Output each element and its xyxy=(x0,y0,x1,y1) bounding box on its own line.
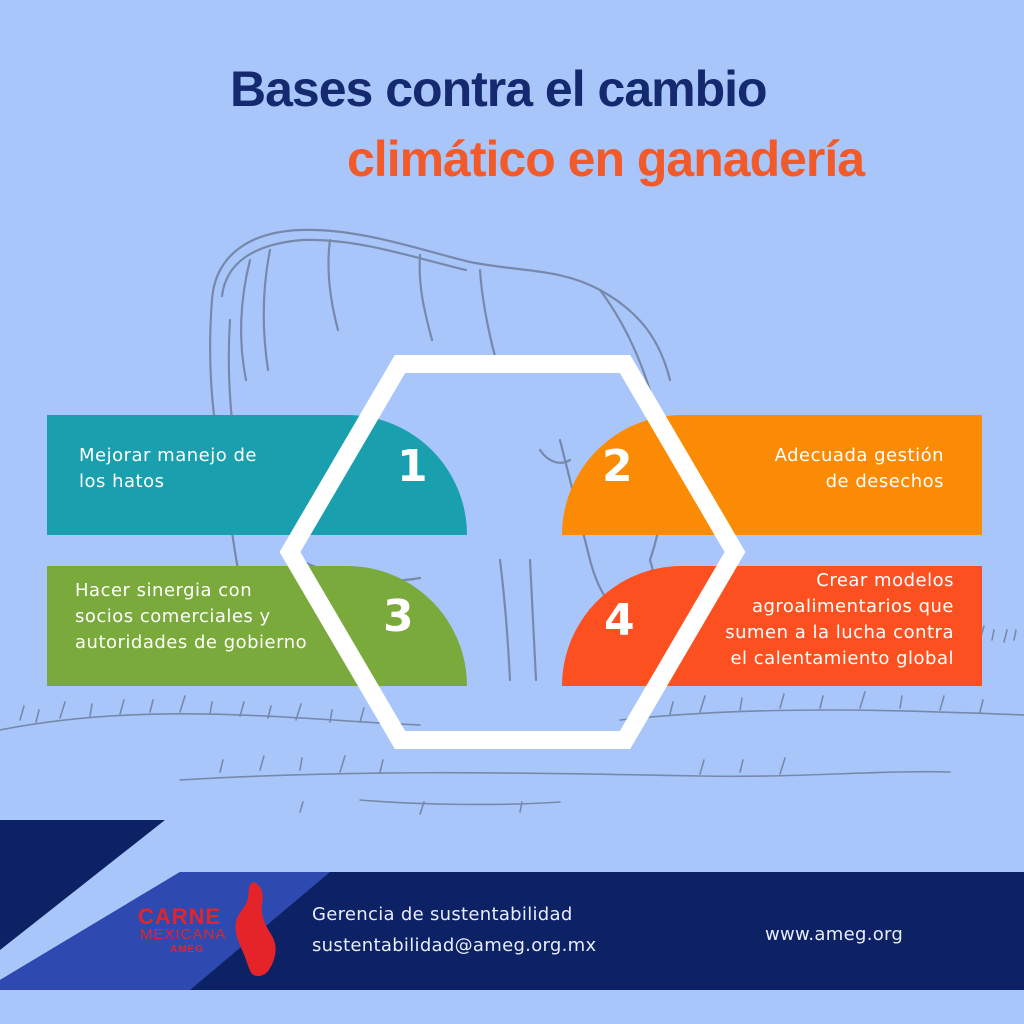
item-card-2: 2 Adecuada gestión de desechos xyxy=(562,415,982,535)
item-card-4: 4 Crear modelos agroalimentarios que sum… xyxy=(562,566,982,686)
department-text: Gerencia de sustentabilidad xyxy=(312,904,573,925)
logo-org: AMEG xyxy=(170,944,204,955)
item-1-number: 1 xyxy=(397,441,428,492)
item-3-number: 3 xyxy=(383,591,414,642)
logo-sub: MEXICANA xyxy=(140,926,227,943)
carne-mexicana-logo: CARNE MEXICANA AMEG xyxy=(138,880,278,980)
item-2-text: Adecuada gestión de desechos xyxy=(774,445,944,492)
item-4-text: Crear modelos agroalimentarios que sumen… xyxy=(725,570,954,669)
email-link[interactable]: sustentabilidad@ameg.org.mx xyxy=(312,935,597,956)
logo-brand: CARNE xyxy=(138,904,222,929)
mexico-map-icon xyxy=(235,882,276,976)
website-link[interactable]: www.ameg.org xyxy=(765,924,904,945)
item-card-1: Mejorar manejo de los hatos 1 xyxy=(47,415,467,535)
item-3-text: Hacer sinergia con socios comerciales y … xyxy=(75,580,308,653)
item-card-3: Hacer sinergia con socios comerciales y … xyxy=(47,566,467,686)
title-line-1: Bases contra el cambio xyxy=(230,61,768,117)
item-1-text: Mejorar manejo de los hatos xyxy=(79,445,257,492)
item-2-number: 2 xyxy=(602,441,633,492)
title-line-2: climático en ganadería xyxy=(347,131,865,187)
item-4-number: 4 xyxy=(604,595,635,646)
